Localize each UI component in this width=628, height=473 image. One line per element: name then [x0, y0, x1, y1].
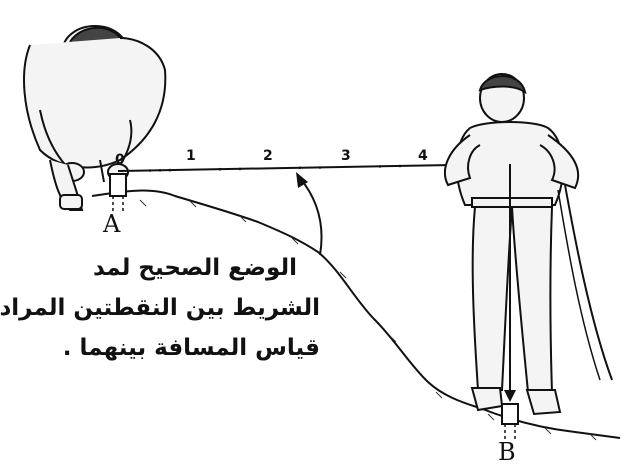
- right-surveyor: [445, 74, 578, 414]
- left-surveyor: [24, 26, 165, 210]
- tape-cord: [565, 185, 612, 380]
- tape-mark-3: 3: [341, 148, 351, 164]
- stake-b: [502, 404, 518, 424]
- tape-cord-2: [558, 190, 600, 380]
- plumb-bob: [504, 390, 516, 402]
- tape-mark-0: 0: [115, 152, 125, 168]
- tape-mark-2: 2: [263, 148, 273, 164]
- point-a-label: A: [103, 210, 120, 238]
- tape-mark-1: 1: [186, 148, 196, 164]
- caption-line-2: الشريط بين النقطتين المراد: [70, 288, 320, 328]
- caption: الوضع الصحيح لمد الشريط بين النقطتين الم…: [70, 248, 320, 368]
- caption-line-1: الوضع الصحيح لمد: [70, 248, 320, 288]
- tape-mark-4: 4: [418, 148, 428, 164]
- point-b-label: B: [498, 438, 516, 466]
- caption-line-3: قياس المسافة بينهما .: [70, 328, 320, 368]
- stake-a: [110, 174, 126, 196]
